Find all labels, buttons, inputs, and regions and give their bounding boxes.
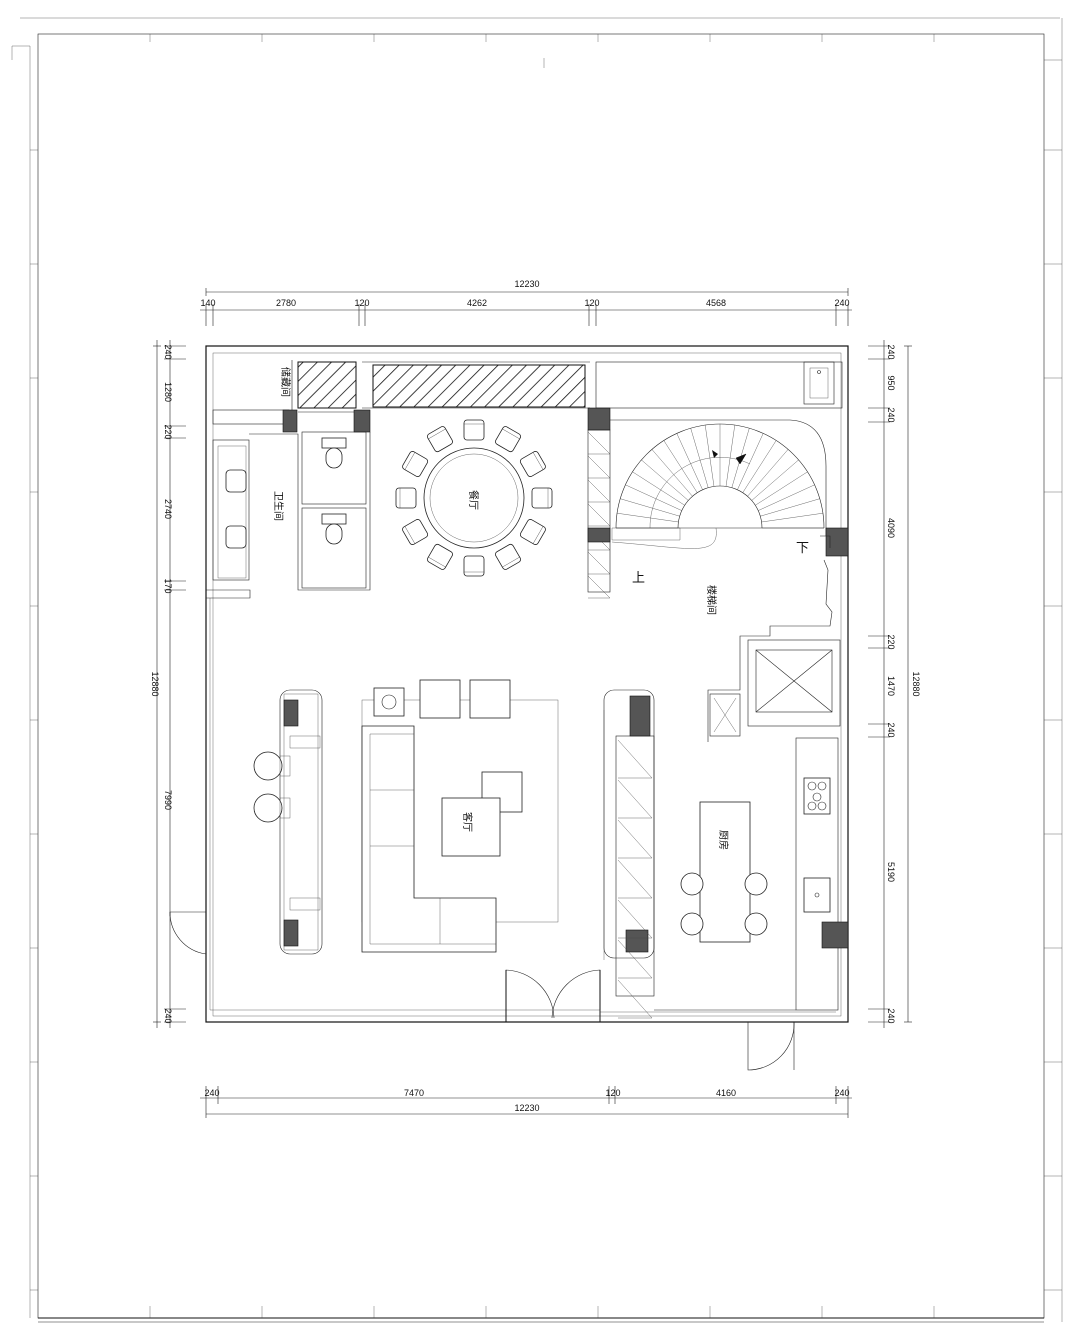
room-label-living: 客厅 — [461, 812, 474, 832]
dining-chair — [395, 487, 417, 509]
dim-right-seg-2: 950 — [886, 375, 896, 390]
dim-left-seg-6: 7990 — [163, 790, 173, 810]
dimension-right: 240 950 240 4090 220 1470 240 5190 240 1… — [868, 340, 921, 1028]
dim-top-seg-3: 120 — [354, 298, 369, 308]
dim-top-seg-4: 4262 — [467, 298, 487, 308]
dim-top-total: 12230 — [514, 279, 539, 289]
elevator-shaft — [709, 639, 841, 737]
dining-room: 餐厅 — [395, 419, 553, 577]
dim-right-seg-1: 240 — [886, 344, 896, 359]
dim-right-seg-7: 240 — [886, 722, 896, 737]
dining-chair — [402, 451, 429, 477]
bar-stool — [253, 793, 283, 823]
dining-chair — [427, 543, 453, 570]
dim-right-seg-4: 4090 — [886, 518, 896, 538]
dim-bottom-seg-5: 240 — [834, 1088, 849, 1098]
exterior-walls — [205, 345, 849, 1023]
bathroom: 卫生间 — [206, 431, 371, 599]
stool — [744, 912, 768, 936]
dim-bottom-seg-2: 7470 — [404, 1088, 424, 1098]
dim-left-seg-5: 170 — [163, 578, 173, 593]
stair-label-up: 上 — [632, 570, 645, 585]
dining-chair — [495, 543, 521, 570]
dim-top-seg-5: 120 — [584, 298, 599, 308]
coffee-table — [441, 797, 501, 857]
basin-icon — [225, 469, 247, 493]
toilet-icon — [325, 523, 343, 545]
dimension-bottom: 240 7470 120 4160 240 12230 — [200, 1086, 852, 1118]
stool — [680, 912, 704, 936]
toilet-icon — [325, 447, 343, 469]
dining-chair — [519, 519, 546, 545]
dim-top-seg-7: 240 — [834, 298, 849, 308]
stair-label-down: 下 — [796, 540, 809, 555]
dimension-top: 12230 140 2780 120 4262 120 4568 240 — [200, 279, 852, 326]
kitchen-island — [699, 801, 751, 943]
coffee-table-small — [481, 771, 523, 813]
dim-left-seg-1: 240 — [163, 344, 173, 359]
bar-stool — [253, 751, 283, 781]
dim-bottom-total: 12230 — [514, 1103, 539, 1113]
toilet-tank-icon — [321, 437, 347, 449]
sink-icon — [803, 877, 831, 913]
storage-area: 储藏间 — [212, 360, 611, 433]
dim-left-seg-3: 220 — [163, 424, 173, 439]
armchair — [469, 679, 511, 719]
dim-top-seg-6: 4568 — [706, 298, 726, 308]
dining-chair — [519, 451, 546, 477]
dim-left-seg-4: 2740 — [163, 499, 173, 519]
room-label-kitchen: 厨房 — [717, 830, 730, 850]
dining-chair — [495, 426, 521, 453]
room-label-dining: 餐厅 — [467, 490, 480, 510]
dim-left-total: 12880 — [150, 671, 160, 696]
room-label-storage: 储藏间 — [279, 367, 292, 397]
side-table — [373, 687, 405, 717]
dim-bottom-seg-3: 120 — [605, 1088, 620, 1098]
dim-bottom-seg-4: 4160 — [716, 1088, 736, 1098]
dining-chair — [463, 555, 485, 577]
dim-top-seg-1: 140 — [200, 298, 215, 308]
dining-chair — [463, 419, 485, 441]
dim-right-seg-5: 220 — [886, 634, 896, 649]
stool — [680, 872, 704, 896]
stair-room: 下 上 楼梯间 — [587, 361, 849, 742]
room-label-bathroom: 卫生间 — [272, 491, 285, 521]
dining-chair — [402, 519, 429, 545]
dim-right-seg-3: 240 — [886, 407, 896, 422]
round-dining-table — [423, 447, 525, 549]
dim-right-seg-6: 1470 — [886, 676, 896, 696]
sheet-frame — [11, 17, 1063, 1323]
living-room: 客厅 — [253, 679, 655, 1019]
dim-right-seg-8: 5190 — [886, 862, 896, 882]
kitchen: 厨房 — [599, 737, 849, 1022]
dim-right-total: 12880 — [911, 671, 921, 696]
stool — [744, 872, 768, 896]
basin-icon — [225, 525, 247, 549]
armchair — [419, 679, 461, 719]
cooktop-icon — [803, 777, 831, 815]
dim-right-seg-9: 240 — [886, 1008, 896, 1023]
dimension-left: 12880 240 1280 220 2740 170 7990 240 — [150, 340, 186, 1028]
dim-bottom-seg-1: 240 — [204, 1088, 219, 1098]
dim-top-seg-2: 2780 — [276, 298, 296, 308]
dim-left-seg-7: 240 — [163, 1008, 173, 1023]
dining-chair — [531, 487, 553, 509]
l-shaped-sofa — [361, 725, 497, 953]
dining-chair — [427, 426, 453, 453]
dim-left-seg-2: 1280 — [163, 382, 173, 402]
room-label-stair-room: 楼梯间 — [705, 585, 718, 615]
toilet-tank-icon — [321, 513, 347, 525]
